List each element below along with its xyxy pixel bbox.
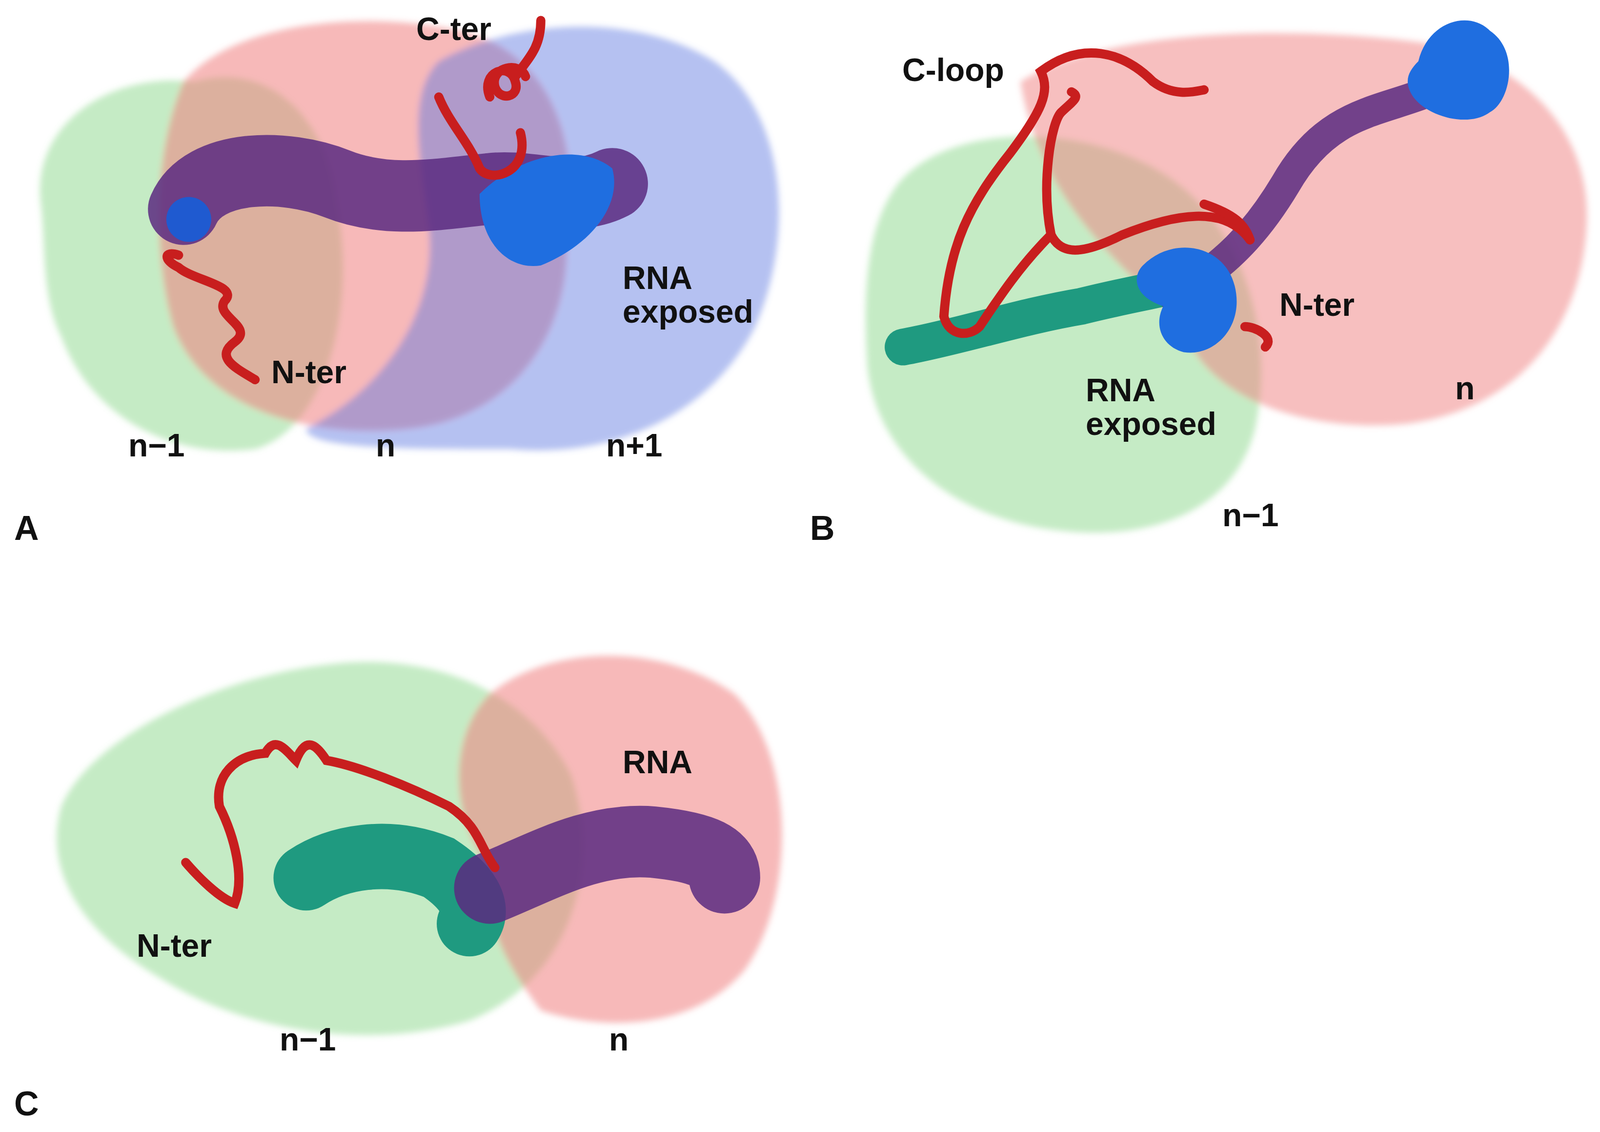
panel-a-rna [166,154,615,266]
panel-c-ribbon [185,744,496,904]
panel-c-surfaces [56,655,782,1035]
structure-label: C-loop [902,53,1005,87]
panel-letter: A [14,510,40,547]
structure-label: RNA [622,745,693,779]
structure-label: C-ter [416,12,492,46]
structure-label: n [375,428,396,463]
structure-label: n+1 [606,428,663,463]
panel-letter: B [810,510,835,547]
structure-label: N-ter [271,355,347,389]
structure-label: n [1455,371,1475,406]
panel-a-surfaces [40,20,780,451]
structure-label: N-ter [136,928,212,963]
structure-label: n−1 [128,428,185,463]
structure-label: RNA exposed [1085,373,1252,442]
structure-label: N-ter [1279,287,1355,322]
panel-letter: C [14,1085,40,1122]
panel-c-rna [305,841,725,924]
structure-label: n−1 [1222,498,1279,532]
structure-label: n [608,1022,629,1056]
panel-b-ribbon [943,52,1268,347]
structure-label: n−1 [279,1022,337,1056]
panel-a-ribbon [166,20,541,380]
structure-label: RNA exposed [622,261,789,329]
